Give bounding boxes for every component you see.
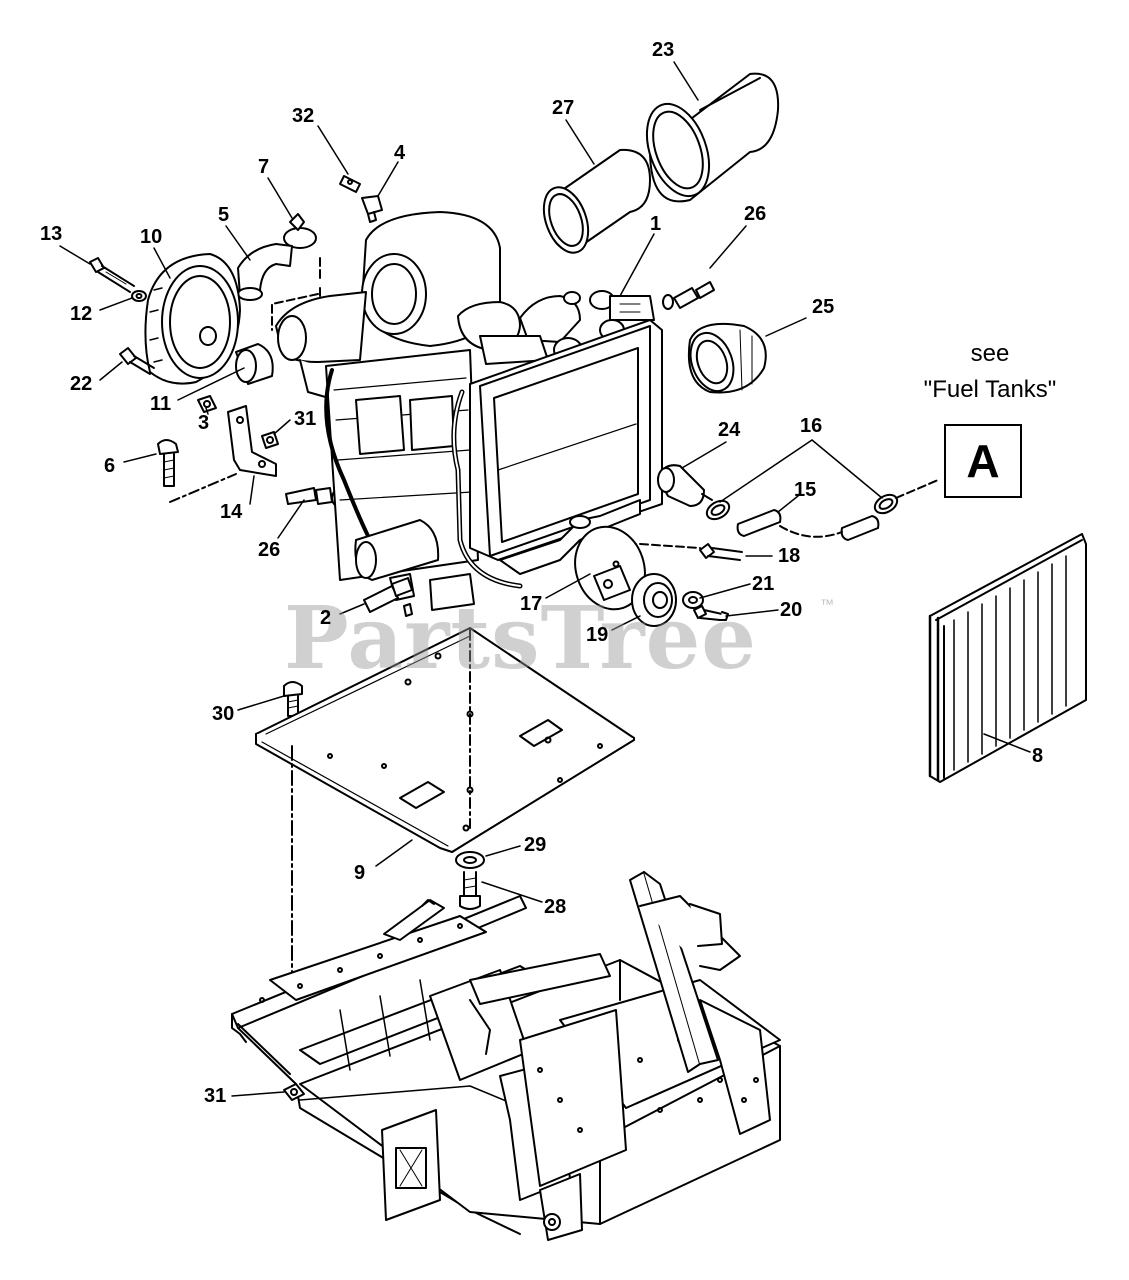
bolt-13-part (89, 257, 135, 293)
nut-3-part (197, 395, 217, 413)
callout-5[interactable]: 5 (218, 204, 230, 226)
callout-22[interactable]: 22 (70, 373, 93, 395)
bolt-28-part (459, 871, 481, 910)
callout-2[interactable]: 2 (320, 607, 332, 629)
reference-see-text: see (970, 340, 1010, 367)
callout-26-lower[interactable]: 26 (258, 539, 281, 561)
engine-mount-plate-part (255, 627, 635, 987)
callout-20[interactable]: 20 (780, 599, 803, 621)
callout-32[interactable]: 32 (292, 105, 315, 127)
bracket-14-part (169, 405, 277, 503)
watermark-trademark: ™ (820, 596, 834, 612)
nut-31-upper-part (261, 431, 279, 449)
callout-21[interactable]: 21 (752, 573, 775, 595)
callout-23[interactable]: 23 (652, 39, 675, 61)
intake-tube-part (235, 343, 274, 385)
callout-18[interactable]: 18 (778, 545, 801, 567)
callout-31-upper[interactable]: 31 (294, 408, 317, 430)
callout-30[interactable]: 30 (212, 703, 235, 725)
elbow-hose-part (237, 243, 293, 301)
air-cleaner-housing-part (144, 253, 241, 385)
bolt-22-part (119, 347, 155, 375)
fitting-26-upper-part (662, 281, 715, 310)
callout-13[interactable]: 13 (40, 223, 63, 245)
air-filter-inner-element (542, 148, 651, 254)
fuel-hose-part (736, 479, 939, 541)
callout-28[interactable]: 28 (544, 896, 567, 918)
sensor-plug-part (361, 195, 383, 223)
callout-10[interactable]: 10 (140, 226, 163, 248)
callout-27[interactable]: 27 (552, 97, 575, 119)
callout-6[interactable]: 6 (104, 455, 116, 477)
reference-target-text[interactable]: "Fuel Tanks" (923, 376, 1057, 403)
air-filter-outer-element (645, 72, 780, 203)
callout-3[interactable]: 3 (198, 412, 210, 434)
washer-29-part (455, 851, 485, 869)
callout-1[interactable]: 1 (650, 213, 662, 235)
callout-29[interactable]: 29 (524, 834, 547, 856)
callout-25[interactable]: 25 (812, 296, 835, 318)
callout-26-upper[interactable]: 26 (744, 203, 767, 225)
callout-4[interactable]: 4 (394, 142, 406, 164)
nut-31-lower-part (283, 1083, 305, 1101)
callout-9[interactable]: 9 (354, 862, 366, 884)
reference-box-a[interactable]: A (944, 424, 1022, 498)
callout-17[interactable]: 17 (520, 593, 543, 615)
oil-filter-part (687, 322, 767, 394)
washer-12-part (131, 290, 147, 302)
callout-15[interactable]: 15 (794, 479, 817, 501)
watermark: PartsTree (284, 588, 758, 689)
chassis-frame (231, 871, 781, 1241)
bolt-20-part (693, 605, 729, 621)
leader-lines (59, 61, 1031, 1097)
bolt-6-part (157, 439, 179, 487)
sensor-clip-part (339, 175, 361, 193)
callout-31-lower[interactable]: 31 (204, 1085, 227, 1107)
pulley-disc-part (574, 525, 646, 611)
callout-11[interactable]: 11 (150, 393, 172, 415)
callout-12[interactable]: 12 (70, 303, 93, 325)
pulley-hub-part (631, 573, 677, 627)
washer-21-part (682, 591, 704, 609)
engine-assembly-part (275, 211, 663, 611)
callout-24[interactable]: 24 (718, 419, 741, 441)
callout-16[interactable]: 16 (800, 415, 823, 437)
hose-clamp-part (271, 213, 321, 331)
callout-7[interactable]: 7 (258, 156, 270, 178)
callout-19[interactable]: 19 (586, 624, 609, 646)
fitting-2-part (363, 577, 413, 617)
fuel-filter-part (657, 464, 713, 507)
callout-8[interactable]: 8 (1032, 745, 1044, 767)
side-panel-part (928, 533, 1087, 783)
callout-14[interactable]: 14 (220, 501, 243, 523)
